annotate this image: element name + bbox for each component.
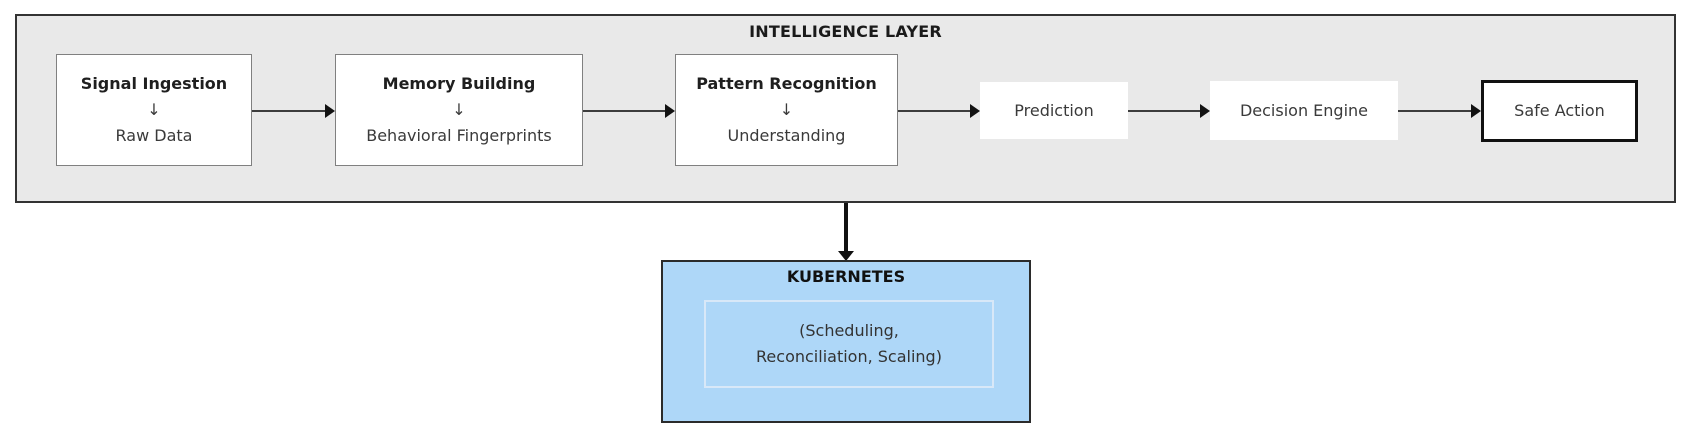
- kubernetes-container: KUBERNETES (Scheduling, Reconciliation, …: [661, 260, 1031, 423]
- connector-arrow-layer-to-kubernetes: [838, 203, 854, 261]
- connector-line: [844, 203, 848, 251]
- connector-line: [1398, 110, 1473, 112]
- node-title: Memory Building: [382, 74, 536, 93]
- kubernetes-detail-line: (Scheduling,: [799, 321, 899, 340]
- intelligence-layer-title: INTELLIGENCE LAYER: [749, 22, 942, 41]
- connector-arrow-prediction-to-decision: [1128, 104, 1210, 118]
- connector-line: [898, 110, 972, 112]
- node-safe-action: Safe Action: [1481, 80, 1638, 142]
- connector-line: [583, 110, 667, 112]
- connector-arrow-pattern-to-prediction: [898, 104, 980, 118]
- kubernetes-title: KUBERNETES: [786, 267, 906, 286]
- down-arrow-glyph: ↓: [147, 100, 161, 119]
- node-label: Decision Engine: [1239, 100, 1369, 120]
- node-label: Safe Action: [1514, 101, 1605, 120]
- node-prediction: Prediction: [980, 82, 1128, 139]
- arrowhead-right-icon: [1200, 104, 1210, 118]
- connector-line: [1128, 110, 1202, 112]
- node-memory-building: Memory Building ↓ Behavioral Fingerprint…: [335, 54, 583, 166]
- connector-line: [252, 110, 327, 112]
- node-subtitle: Raw Data: [115, 126, 193, 145]
- node-subtitle: Behavioral Fingerprints: [366, 126, 552, 145]
- node-pattern-recognition: Pattern Recognition ↓ Understanding: [675, 54, 898, 166]
- connector-arrow-memory-to-pattern: [583, 104, 675, 118]
- down-arrow-glyph: ↓: [452, 100, 466, 119]
- kubernetes-detail-line: Reconciliation, Scaling): [756, 347, 942, 366]
- arrowhead-down-icon: [838, 251, 854, 261]
- arrowhead-right-icon: [665, 104, 675, 118]
- arrowhead-right-icon: [970, 104, 980, 118]
- connector-arrow-decision-to-safe-action: [1398, 104, 1481, 118]
- node-label: Prediction: [1014, 100, 1094, 120]
- node-title: Pattern Recognition: [696, 74, 877, 93]
- node-subtitle: Understanding: [727, 126, 846, 145]
- connector-arrow-signal-to-memory: [252, 104, 335, 118]
- node-signal-ingestion: Signal Ingestion ↓ Raw Data: [56, 54, 252, 166]
- arrowhead-right-icon: [1471, 104, 1481, 118]
- arrowhead-right-icon: [325, 104, 335, 118]
- kubernetes-detail-box: (Scheduling, Reconciliation, Scaling): [704, 300, 994, 388]
- node-title: Signal Ingestion: [80, 74, 228, 93]
- down-arrow-glyph: ↓: [779, 100, 794, 119]
- node-decision-engine: Decision Engine: [1210, 81, 1398, 140]
